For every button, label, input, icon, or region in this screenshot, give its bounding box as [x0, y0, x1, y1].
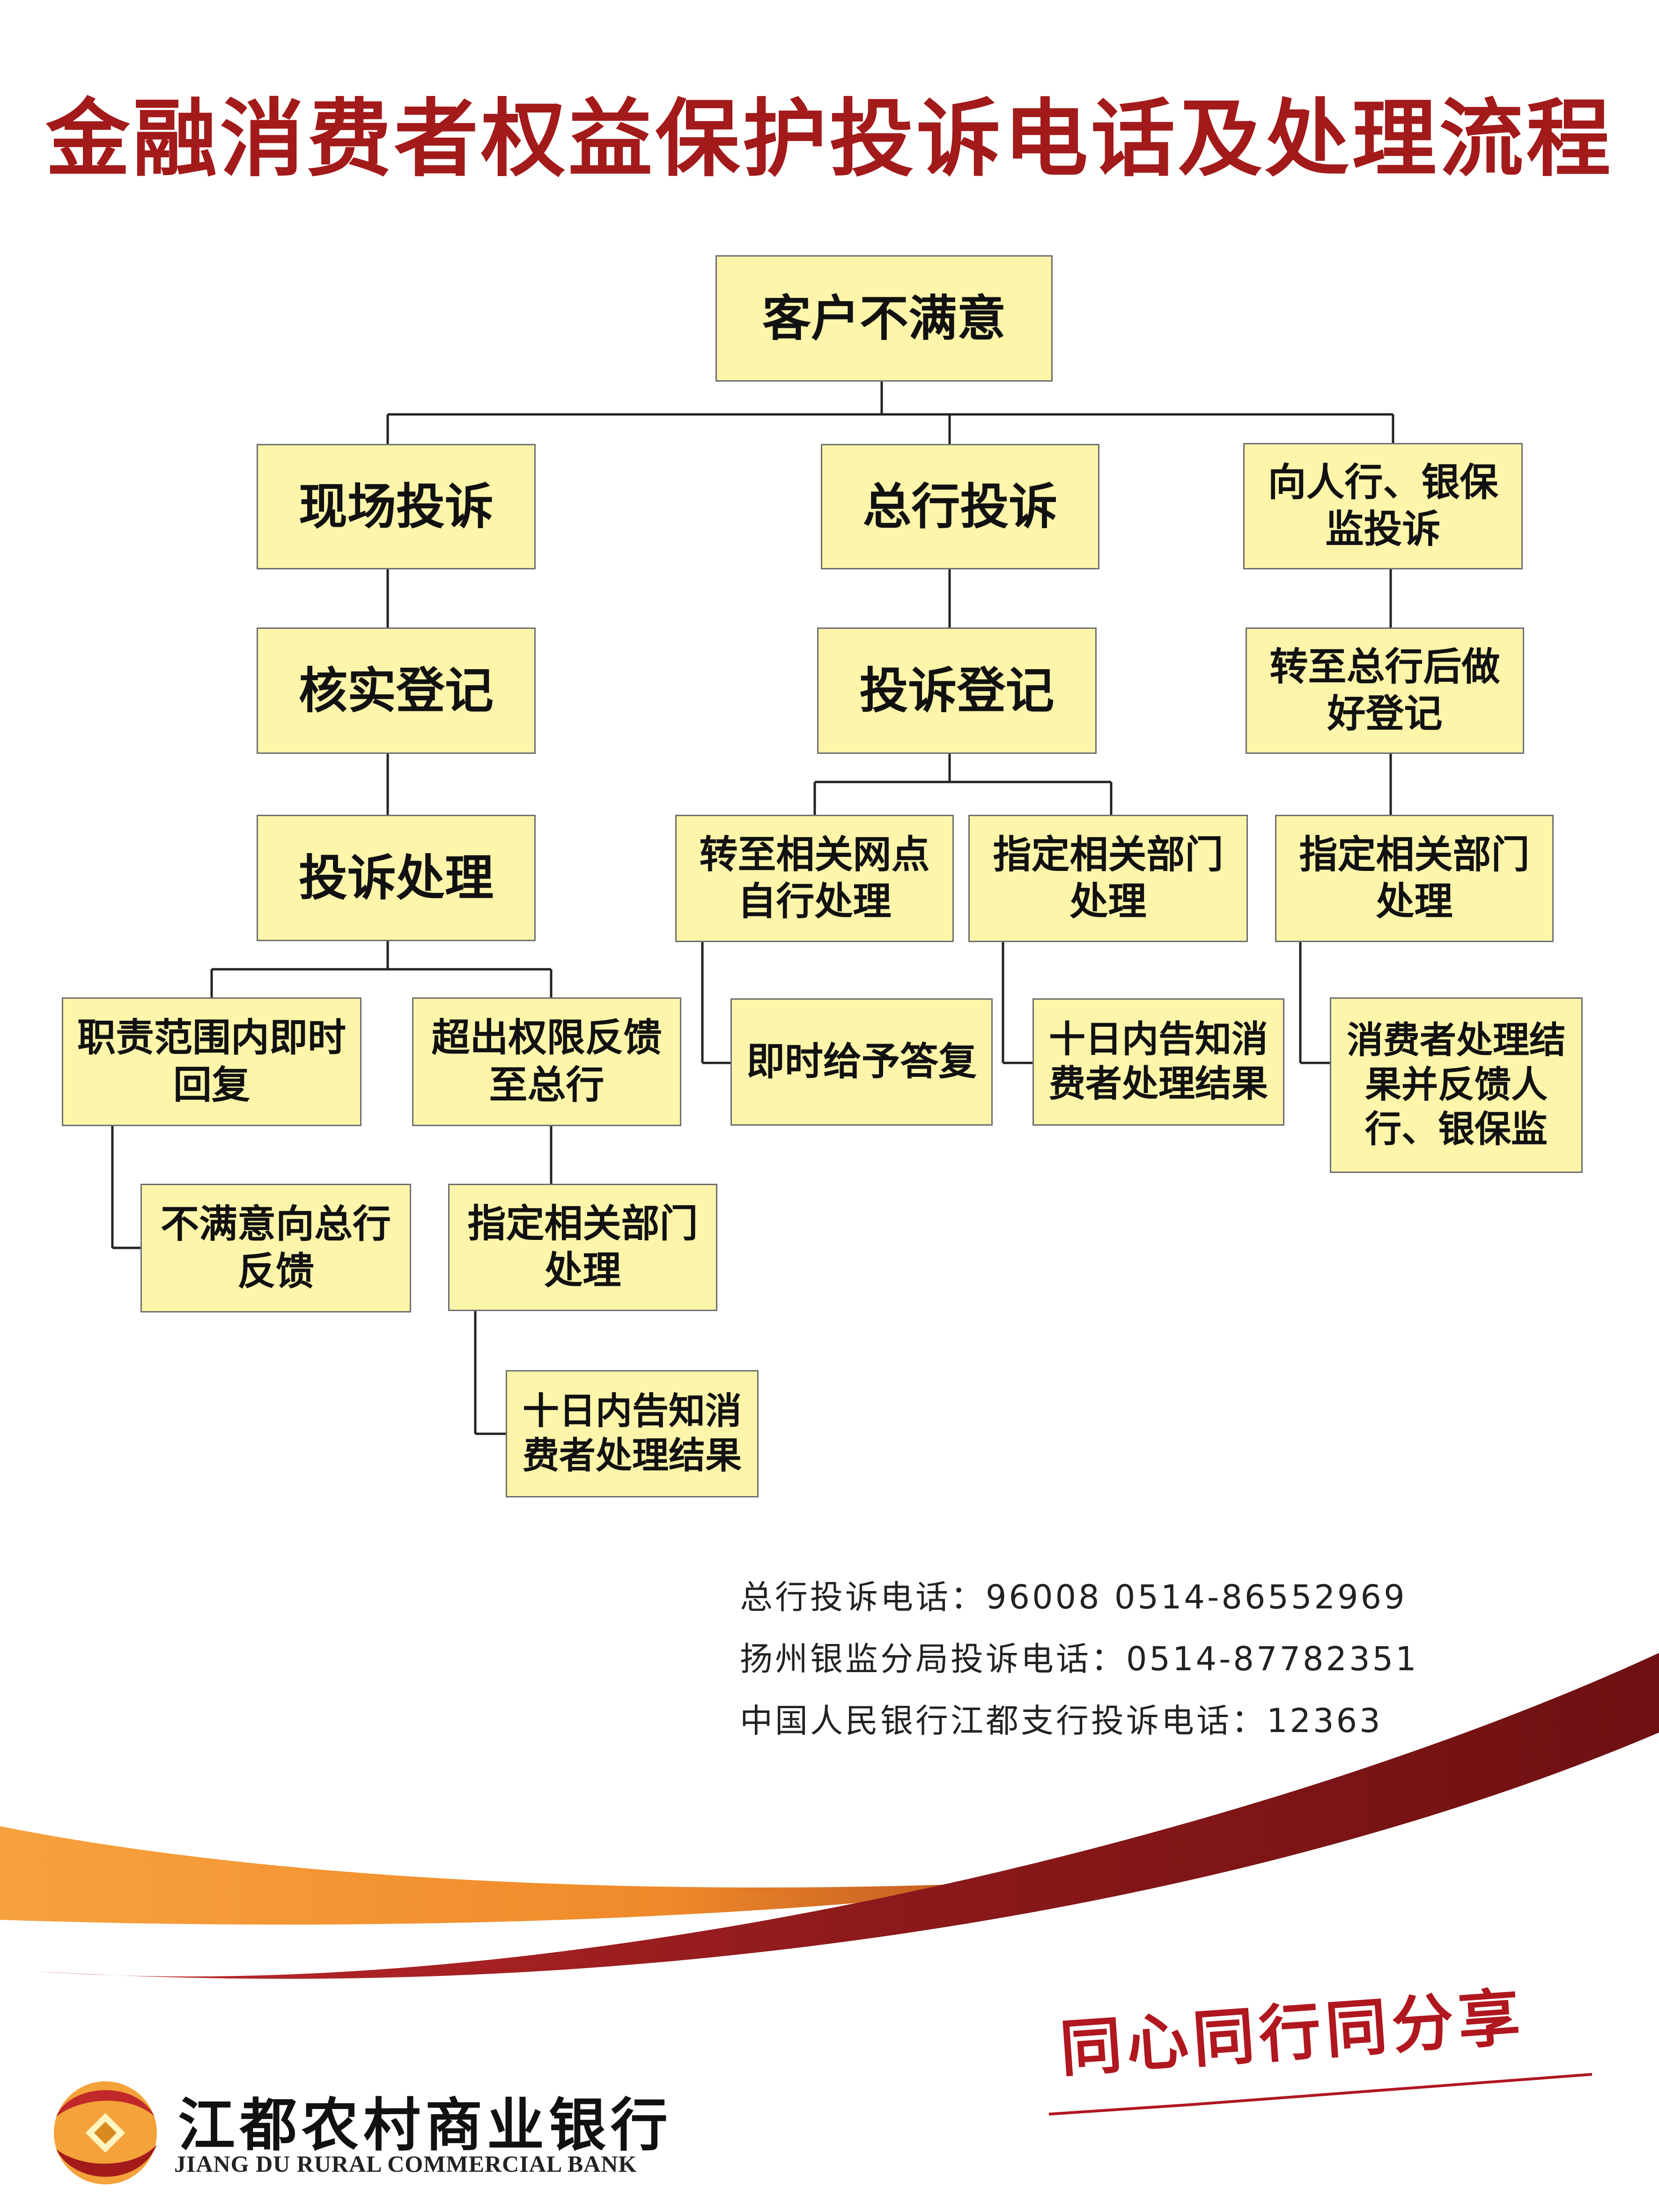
node-beyond-scope-feedback: 超出权限反馈至总行: [412, 997, 681, 1126]
node-label: 十日内告知消费者处理结果: [1048, 1018, 1268, 1105]
bank-name-cn: 江都农村商业银行: [178, 2091, 672, 2159]
slogan-underline: [1048, 2073, 1593, 2116]
node-result-feedback-regulator: 消费者处理结果并反馈人行、银保监: [1330, 997, 1583, 1173]
node-label: 即时给予答复: [746, 1039, 977, 1084]
phone-hq: 总行投诉电话：96008 0514-86552969: [740, 1578, 1407, 1616]
node-label: 转至总行后做好登记: [1269, 644, 1500, 736]
complaint-phone-list: 总行投诉电话：96008 0514-86552969 扬州银监分局投诉电话：05…: [740, 1566, 1419, 1752]
node-label: 总行投诉: [863, 478, 1058, 535]
node-label: 超出权限反馈至总行: [431, 1016, 662, 1107]
node-transfer-outlet: 转至相关网点自行处理: [675, 815, 954, 942]
node-within-scope-reply: 职责范围内即时回复: [62, 997, 361, 1126]
node-unsatisfied-feedback-hq: 不满意向总行反馈: [140, 1184, 411, 1312]
node-verify-register: 核实登记: [257, 627, 536, 754]
node-transfer-hq-register: 转至总行后做好登记: [1246, 627, 1524, 754]
orange-swoosh: [0, 1826, 1100, 1925]
node-label: 投诉处理: [298, 849, 494, 907]
node-hq-complaint: 总行投诉: [821, 444, 1099, 569]
bank-logo-icon: [54, 2081, 157, 2184]
node-onsite-complaint: 现场投诉: [257, 444, 536, 569]
node-regulator-complaint: 向人行、银保监投诉: [1243, 443, 1523, 569]
node-customer-unsatisfied: 客户不满意: [715, 255, 1053, 382]
node-label: 指定相关部门处理: [467, 1201, 698, 1293]
node-label: 指定相关部门处理: [1299, 832, 1530, 924]
node-ten-day-result-onsite: 十日内告知消费者处理结果: [506, 1370, 759, 1497]
node-label: 指定相关部门处理: [993, 832, 1224, 924]
node-immediate-reply: 即时给予答复: [730, 998, 993, 1126]
phone-yangzhou-regulator: 扬州银监分局投诉电话：0514-87782351: [740, 1640, 1419, 1678]
node-label: 核实登记: [298, 662, 494, 719]
bank-name-en: JIANG DU RURAL COMMERCIAL BANK: [174, 2151, 637, 2177]
node-assign-dept-regulator: 指定相关部门处理: [1275, 815, 1554, 942]
page-title: 金融消费者权益保护投诉电话及处理流程: [45, 90, 1614, 188]
node-label: 消费者处理结果并反馈人行、银保监: [1346, 1019, 1566, 1151]
phone-pboc-jiangdu: 中国人民银行江都支行投诉电话：12363: [740, 1702, 1383, 1740]
red-swoosh: [37, 1653, 1659, 1979]
node-label: 职责范围内即时回复: [77, 1016, 346, 1107]
node-label: 转至相关网点自行处理: [699, 832, 930, 924]
node-label: 十日内告知消费者处理结果: [522, 1390, 742, 1477]
node-label: 不满意向总行反馈: [160, 1202, 391, 1294]
node-label: 现场投诉: [298, 478, 494, 535]
node-complaint-handling: 投诉处理: [257, 815, 536, 941]
decorative-swoosh: [0, 1653, 1659, 1979]
node-label: 投诉登记: [859, 662, 1054, 719]
node-assign-dept-onsite: 指定相关部门处理: [448, 1184, 717, 1311]
node-assign-dept-hq: 指定相关部门处理: [968, 815, 1248, 942]
node-label: 向人行、银保监投诉: [1268, 460, 1498, 552]
node-label: 客户不满意: [762, 289, 1006, 347]
node-ten-day-result-hq: 十日内告知消费者处理结果: [1032, 998, 1284, 1126]
node-complaint-register: 投诉登记: [817, 627, 1097, 754]
